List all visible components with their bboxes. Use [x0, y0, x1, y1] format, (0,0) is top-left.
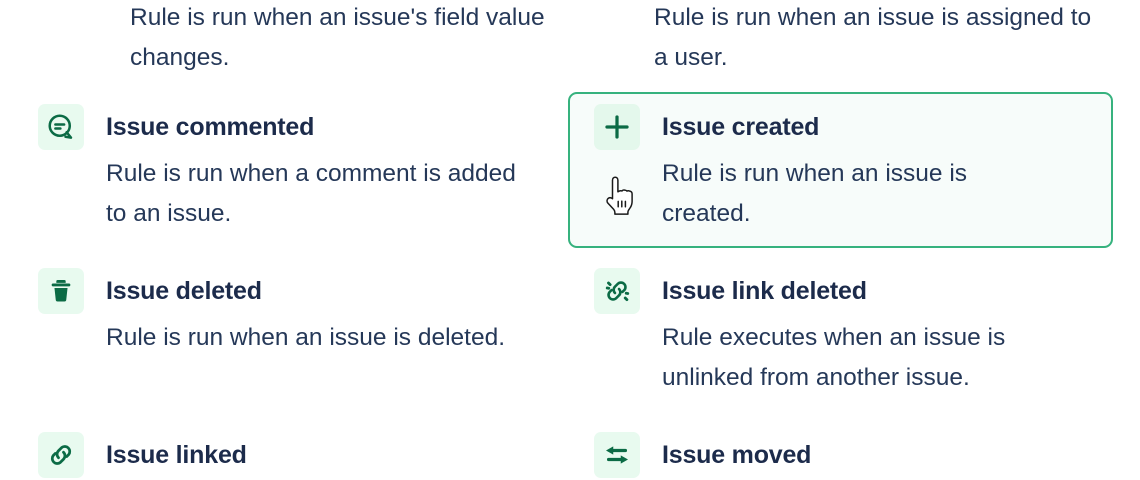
trigger-description: Rule is run when an issue is deleted. [106, 324, 506, 351]
move-arrows-icon [594, 432, 640, 478]
trigger-title: Issue moved [662, 441, 812, 469]
partial-trigger-description-right: Rule is run when an issue is assigned to… [654, 4, 1092, 71]
partial-trigger-description-left: Rule is run when an issue's field value … [130, 4, 545, 71]
trigger-card-issue-deleted[interactable]: Issue deleted Rule is run when an issue … [12, 256, 557, 372]
trigger-card-header: Issue moved [594, 432, 1099, 478]
trigger-card-header: Issue deleted [38, 268, 543, 314]
trigger-card-header: Issue created [594, 104, 1099, 150]
trigger-card-issue-moved[interactable]: Issue moved [568, 420, 1113, 480]
trigger-column-left: Rule is run when an issue's field value … [12, 0, 572, 478]
trigger-card-issue-commented[interactable]: Issue commented Rule is run when a comme… [12, 92, 557, 248]
trash-icon [38, 268, 84, 314]
trigger-title: Issue commented [106, 113, 315, 141]
comment-icon [38, 104, 84, 150]
broken-link-icon [594, 268, 640, 314]
trigger-card-header: Issue commented [38, 104, 543, 150]
trigger-column-right: Rule is run when an issue is assigned to… [548, 0, 1113, 478]
link-icon [38, 432, 84, 478]
plus-icon [594, 104, 640, 150]
trigger-description: Rule executes when an issue is unlinked … [662, 324, 1006, 391]
trigger-title: Issue link deleted [662, 277, 867, 305]
trigger-description: Rule is run when a comment is added to a… [106, 160, 516, 227]
trigger-card-header: Issue linked [38, 432, 543, 478]
trigger-title: Issue linked [106, 441, 247, 469]
trigger-card-header: Issue link deleted [594, 268, 1099, 314]
trigger-card-issue-created[interactable]: Issue created Rule is run when an issue … [568, 92, 1113, 248]
trigger-card-issue-link-deleted[interactable]: Issue link deleted Rule executes when an… [568, 256, 1113, 412]
trigger-title: Issue created [662, 113, 820, 141]
trigger-description: Rule is run when an issue is created. [662, 160, 968, 227]
trigger-card-issue-linked[interactable]: Issue linked [12, 420, 557, 480]
trigger-title: Issue deleted [106, 277, 262, 305]
